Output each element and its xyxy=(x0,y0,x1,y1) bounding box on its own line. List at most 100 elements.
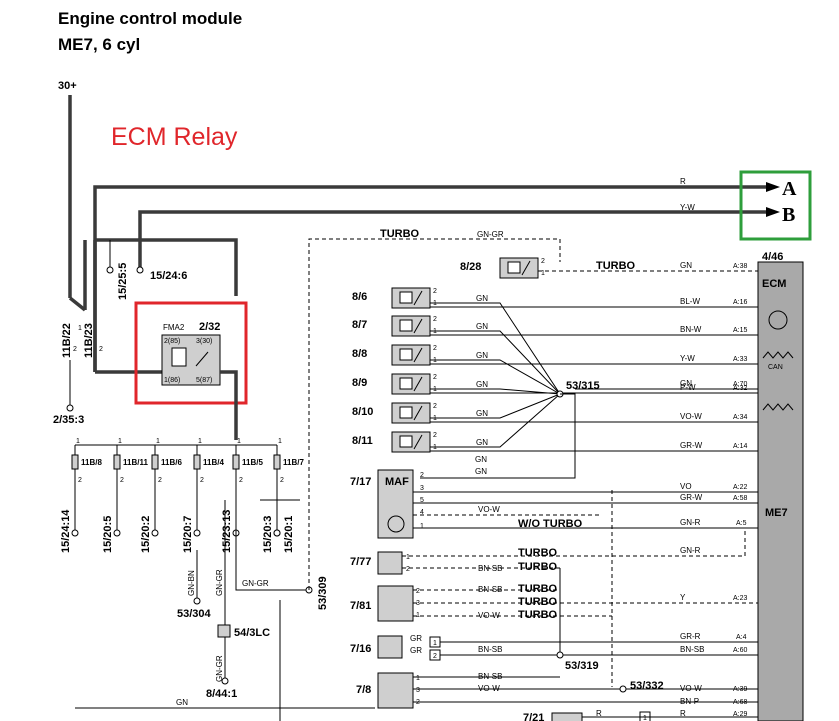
sensor-78-id: 7/8 xyxy=(356,684,371,696)
fuse-connector-label: 15/23:13 xyxy=(221,510,233,553)
injector-pin-2: 2 xyxy=(433,374,437,381)
splice-53-304 xyxy=(193,597,201,605)
label-78-bnp: BN-P xyxy=(680,697,699,706)
pin-a58: A:58 xyxy=(733,495,748,502)
injector-ground-wire xyxy=(430,330,561,395)
wire-yw-to-b xyxy=(138,210,766,268)
label-gn-gr-2: GN-GR xyxy=(242,579,269,588)
maf-label: MAF xyxy=(385,476,409,488)
component-id: 8/28 xyxy=(460,261,481,273)
sensor-781-pin2: 2 xyxy=(416,588,420,595)
connector-721-1-label: 1 xyxy=(643,715,647,721)
injector-signal-wire xyxy=(429,348,758,365)
injector-pin-2: 2 xyxy=(433,345,437,352)
injector-ground-wire xyxy=(430,359,561,395)
ecm-module xyxy=(757,261,804,721)
injector-pin-2: 2 xyxy=(541,258,545,265)
injector-signal-wire xyxy=(429,319,758,336)
injector-ground-label: GN xyxy=(476,409,488,418)
pin-a29: A:29 xyxy=(733,711,748,718)
injector-coil-icon xyxy=(507,261,521,274)
fuse-connector xyxy=(113,529,121,537)
gn-gr-top-label: GN-GR xyxy=(477,230,504,239)
injector-valve-icon xyxy=(413,376,423,392)
fuse-icon xyxy=(193,454,201,470)
sensor-78-pin3: 3 xyxy=(416,687,420,694)
relay-coil-icon xyxy=(171,347,187,367)
relay-pin-87: 5(87) xyxy=(196,377,212,384)
fuse-pin-top: 1 xyxy=(237,438,241,445)
injector-wire-label: Y-W xyxy=(680,354,695,363)
fuse-pin-top: 1 xyxy=(278,438,282,445)
injector-valve-icon xyxy=(413,405,423,421)
label-maf-vo: VO xyxy=(680,482,692,491)
label-gn-bn: GN-BN xyxy=(187,570,196,596)
pin-2a: 2 xyxy=(73,346,77,353)
injector-ground-label: GN xyxy=(476,294,488,303)
injector-coil-icon xyxy=(399,319,413,332)
injector-pin-2: 2 xyxy=(433,403,437,410)
supply-30-label: 30+ xyxy=(58,80,77,92)
fuse-pin-top: 1 xyxy=(76,438,80,445)
maf-sensor xyxy=(377,469,414,539)
ecm-pin: A:38 xyxy=(733,263,748,270)
sensor-781 xyxy=(377,585,414,622)
ecm-can-label: CAN xyxy=(768,364,783,371)
wire-r-label: R xyxy=(680,177,686,186)
label-15-24-6: 15/24:6 xyxy=(150,270,187,282)
injector-coil-icon xyxy=(399,406,413,419)
label-53-332: 53/332 xyxy=(630,680,664,692)
injector-wire-label: BN-W xyxy=(680,325,702,334)
sensor-777-pin1: 1 xyxy=(406,554,410,561)
label-gn-a70: GN xyxy=(680,379,692,388)
sensor-781-pin3: 3 xyxy=(416,600,420,607)
turbo-top-label: TURBO xyxy=(380,228,420,240)
injector-pin-2: 2 xyxy=(433,288,437,295)
turbo-dashed-wire xyxy=(308,238,561,590)
label-53-304: 53/304 xyxy=(177,608,212,620)
sensor-716-id: 7/16 xyxy=(350,643,371,655)
pin-2b: 2 xyxy=(99,346,103,353)
component-id: 8/10 xyxy=(352,406,373,418)
label-15-25-5: 15/25:5 xyxy=(117,263,129,300)
fuse-connector xyxy=(193,529,201,537)
fuse-connector-label: 15/20:5 xyxy=(102,516,114,553)
maf-pin-2: 2 xyxy=(420,472,424,479)
fuse-connector-label: 15/20:3 xyxy=(262,516,274,553)
diagram-subtitle: ME7, 6 cyl xyxy=(58,35,140,54)
label-781-turbo2: TURBO xyxy=(518,596,558,608)
sensor-78-pin1: 1 xyxy=(416,675,420,682)
label-11b-22: 11B/22 xyxy=(61,323,73,358)
sensor-721-id: 7/21 xyxy=(523,712,544,721)
injector-ground-label: GN xyxy=(476,322,488,331)
ecm-connector-id: 4/46 xyxy=(762,251,783,263)
diagram-title: Engine control module xyxy=(58,9,242,28)
fuse-pin-top: 1 xyxy=(156,438,160,445)
injector-signal-wire xyxy=(429,435,758,452)
label-716-bnsb: BN-SB xyxy=(478,645,502,654)
label-gn-gr-1: GN-GR xyxy=(215,569,224,596)
turbo-label: TURBO xyxy=(596,260,636,272)
pin-a23: A:23 xyxy=(733,595,748,602)
wire-gn-maf xyxy=(420,393,576,479)
label-777-turbo1: TURBO xyxy=(518,547,558,559)
connector-54-3lc xyxy=(217,624,231,638)
label-maf-grw: GR-W xyxy=(680,493,703,502)
fuse-pin-bottom: 2 xyxy=(78,477,82,484)
injector-ground-wire xyxy=(430,393,561,448)
ecm-pulse-icon xyxy=(762,351,794,359)
fuse-label: 11B/8 xyxy=(81,458,102,467)
ecm-relay-annotation: ECM Relay xyxy=(111,123,238,151)
connector-716-1-label: 1 xyxy=(433,640,437,647)
ecm-me7-label: ME7 xyxy=(765,507,788,519)
relay-pin-30: 3(30) xyxy=(196,338,212,345)
injector-wire-label: BL-W xyxy=(680,297,700,306)
injector-wire-label: GN xyxy=(680,261,692,270)
output-b-label: B xyxy=(782,204,795,226)
connector-8-44-1 xyxy=(221,677,229,685)
label-78-vow2: VO-W xyxy=(680,684,702,693)
label-2-35-3: 2/35:3 xyxy=(53,414,84,426)
sensor-716 xyxy=(377,635,403,659)
